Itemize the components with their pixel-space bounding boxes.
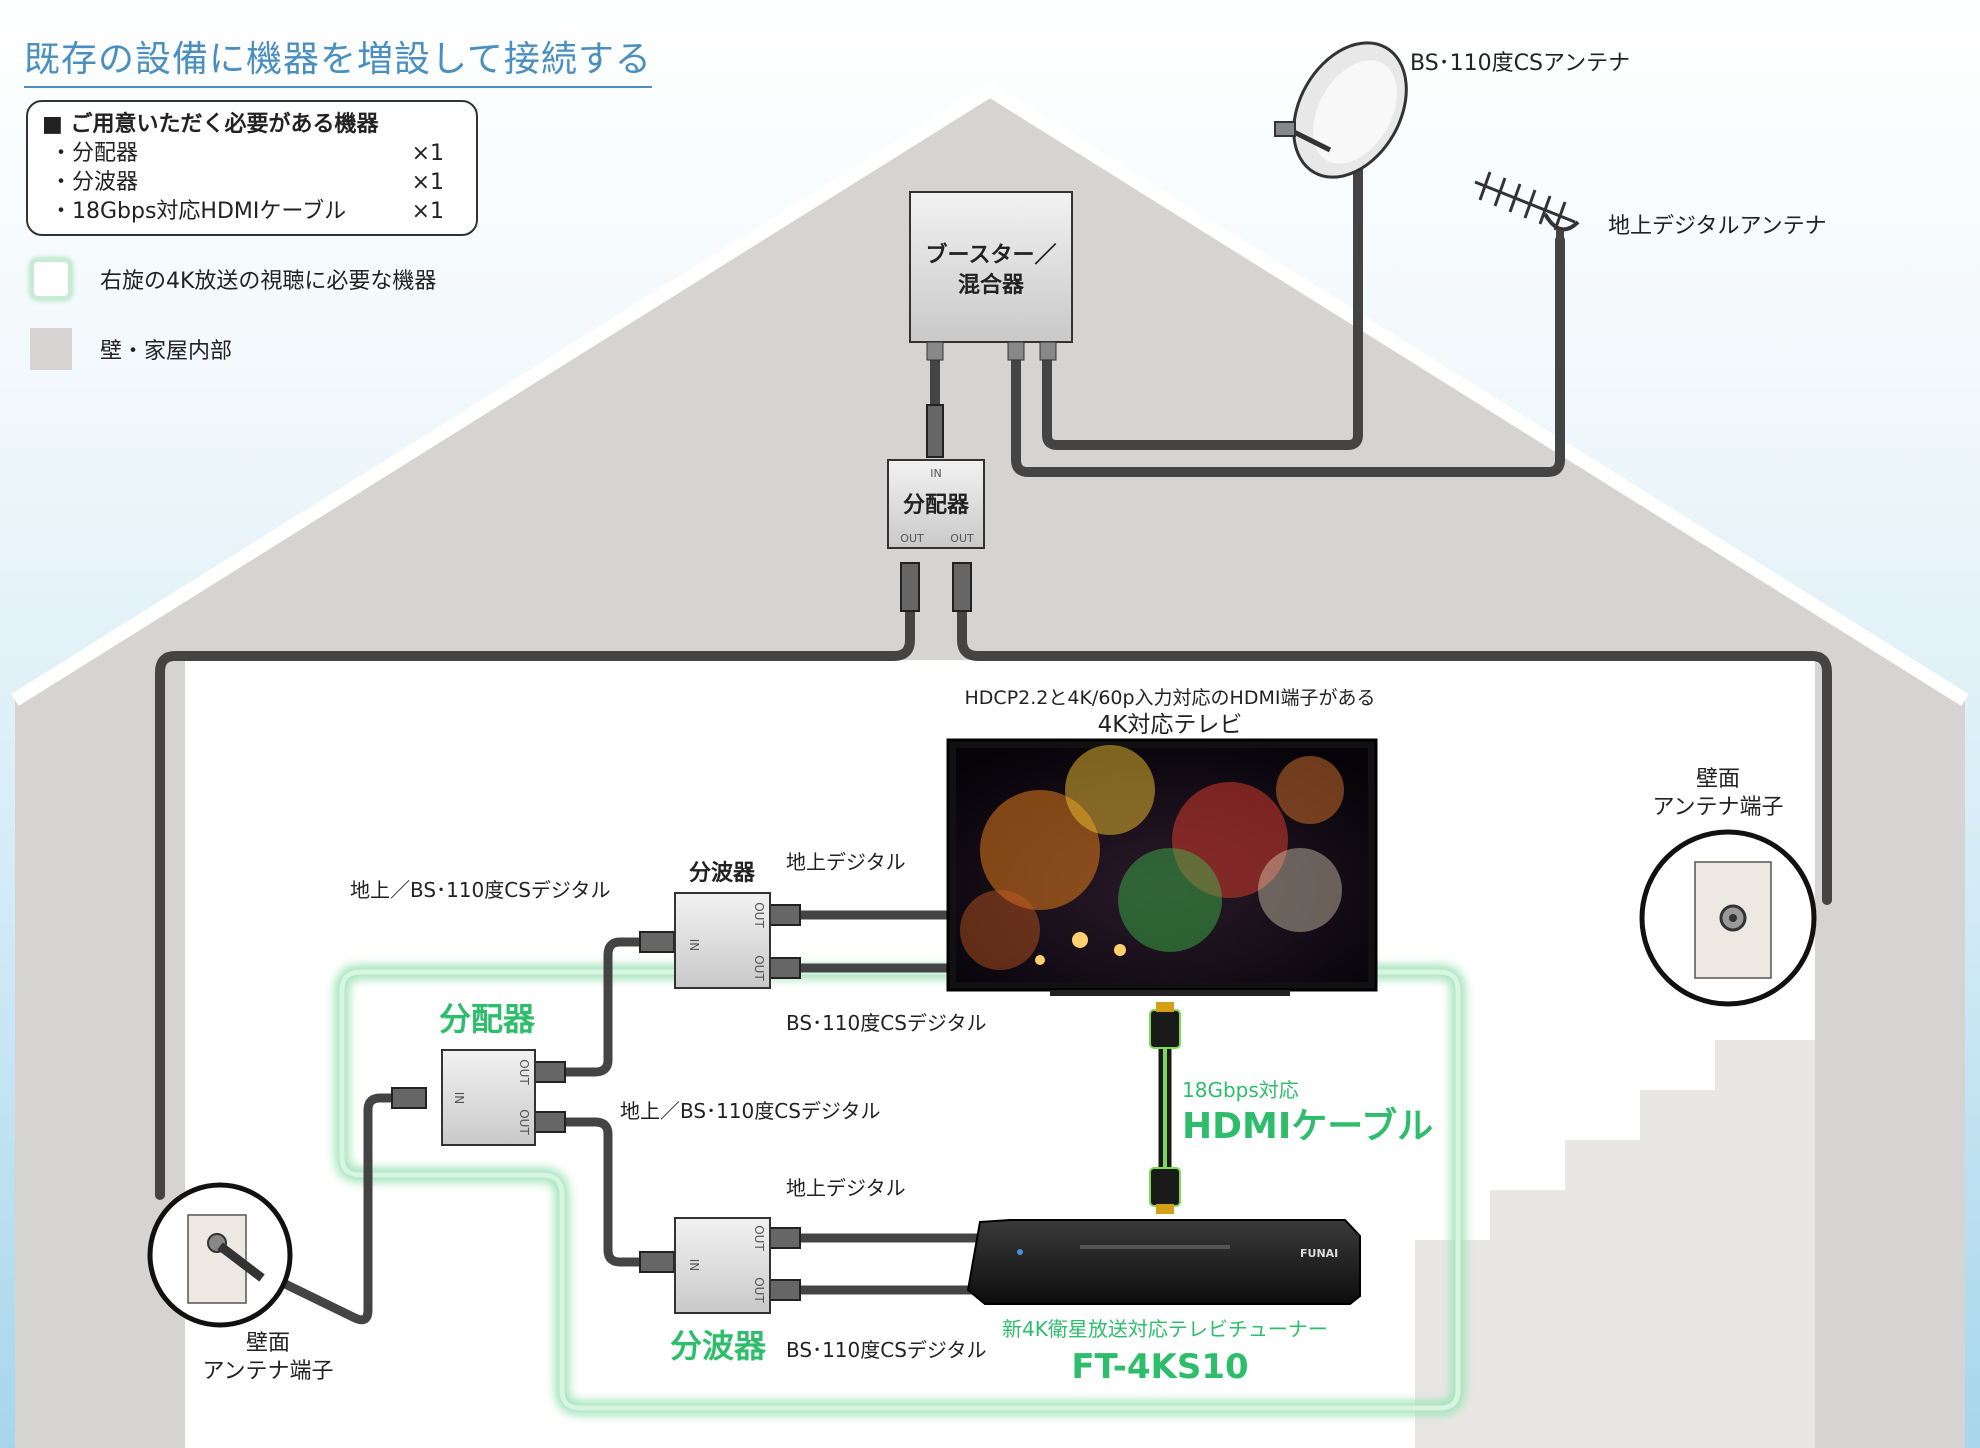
tuner-model-label: FT-4KS10 <box>1071 1347 1248 1387</box>
tv: HDCP2.2と4K/60p入力対応のHDMI端子がある 4K対応テレビ <box>946 687 1378 996</box>
wall-terminal-label-2: アンテナ端子 <box>202 1359 333 1384</box>
required-item-qty: ×1 <box>411 170 444 195</box>
legend-green-label: 右旋の4K放送の視聴に必要な機器 <box>100 269 437 294</box>
wall-terminal-right <box>1639 829 1817 1007</box>
diplexer-in-label: IN <box>687 939 701 952</box>
new-diplexer-label: 分波器 <box>670 1327 767 1365</box>
mixed-signal-label: 地上／BS･110度CSデジタル <box>620 1099 881 1123</box>
diplexer-in-label: IN <box>687 1259 701 1272</box>
required-item: ・分配器 ×1 <box>42 139 462 168</box>
required-equipment-box: ■ ご用意いただく必要がある機器 ・分配器 ×1 ・分波器 ×1 ・18Gbps… <box>26 100 478 236</box>
legend-green: 右旋の4K放送の視聴に必要な機器 <box>30 258 436 300</box>
new-splitter-label: 分配器 <box>439 1000 536 1038</box>
top-splitter: IN 分配器 OUT OUT <box>887 459 985 549</box>
diplexer-out-label: OUT <box>752 955 766 981</box>
top-splitter-in-label: IN <box>930 467 941 480</box>
tv-spec-label: HDCP2.2と4K/60p入力対応のHDMI端子がある <box>965 687 1376 709</box>
top-splitter-out-label: OUT <box>900 532 924 545</box>
terrestrial-antenna-icon <box>1474 171 1580 300</box>
tuner-brand: FUNAI <box>1300 1247 1338 1260</box>
new-splitter-in-label: IN <box>452 1092 466 1105</box>
required-item-qty: ×1 <box>411 199 444 224</box>
terrestrial-antenna-label: 地上デジタルアンテナ <box>1608 214 1827 239</box>
booster-label-1: ブースター／ <box>926 242 1057 268</box>
top-splitter-label: 分配器 <box>903 493 970 518</box>
wall-terminal-label-2: アンテナ端子 <box>1652 795 1783 820</box>
diplexer-existing: 分波器 IN OUT OUT <box>674 861 771 989</box>
required-item-name: ・分波器 <box>50 170 139 195</box>
page-title: 既存の設備に機器を増設して接続する <box>24 30 652 88</box>
hdmi-cable-icon <box>1149 1002 1181 1214</box>
legend-gray-label: 壁・家屋内部 <box>100 339 233 364</box>
required-equipment-highlight <box>335 965 1465 1415</box>
splitter-new: 分配器 IN OUT OUT <box>439 1000 536 1146</box>
wall-terminal-label-1: 壁面 <box>246 1331 290 1356</box>
required-equipment-heading: ■ ご用意いただく必要がある機器 <box>42 112 379 137</box>
diplexer-out-label: OUT <box>752 1277 766 1303</box>
terrestrial-digital-label: 地上デジタル <box>786 850 906 874</box>
required-item: ・18Gbps対応HDMIケーブル ×1 <box>42 197 462 226</box>
bs-digital-label: BS･110度CSデジタル <box>786 1338 987 1362</box>
tv-name-label: 4K対応テレビ <box>1098 712 1243 738</box>
diplexer-label: 分波器 <box>689 861 756 886</box>
bs-antenna-label: BS･110度CSアンテナ <box>1410 51 1630 76</box>
new-splitter-out-label: OUT <box>517 1109 531 1135</box>
mixed-signal-label: 地上／BS･110度CSデジタル <box>350 878 611 902</box>
new-splitter-out-label: OUT <box>517 1059 531 1085</box>
gray-swatch <box>30 328 72 370</box>
hdmi-cable-label: HDMIケーブル <box>1182 1105 1433 1147</box>
fireworks-image <box>960 745 1344 970</box>
wall-terminal-left <box>147 1182 293 1328</box>
hdmi-spec-label: 18Gbps対応 <box>1182 1078 1299 1102</box>
diplexer-out-label: OUT <box>752 902 766 928</box>
diplexer-out-label: OUT <box>752 1225 766 1251</box>
green-swatch <box>30 258 72 300</box>
terrestrial-digital-label: 地上デジタル <box>786 1176 906 1200</box>
required-item-qty: ×1 <box>411 141 444 166</box>
required-item-name: ・18Gbps対応HDMIケーブル <box>50 199 347 224</box>
bs-digital-label: BS･110度CSデジタル <box>786 1011 987 1035</box>
diplexer-new: IN OUT OUT 分波器 <box>670 1217 771 1365</box>
legend-gray: 壁・家屋内部 <box>30 328 232 370</box>
bs-dish-icon <box>1274 41 1408 300</box>
tuner-desc-label: 新4K衛星放送対応テレビチューナー <box>1002 1317 1328 1341</box>
required-item-name: ・分配器 <box>50 141 139 166</box>
required-item: ・分波器 ×1 <box>42 168 462 197</box>
cables <box>155 165 1832 1325</box>
wall-terminal-label-1: 壁面 <box>1696 767 1740 792</box>
top-splitter-out-label: OUT <box>950 532 974 545</box>
booster-label-2: 混合器 <box>958 272 1025 298</box>
booster-mixer: ブースター／ 混合器 <box>909 191 1073 361</box>
tuner: FUNAI <box>966 1219 1361 1305</box>
